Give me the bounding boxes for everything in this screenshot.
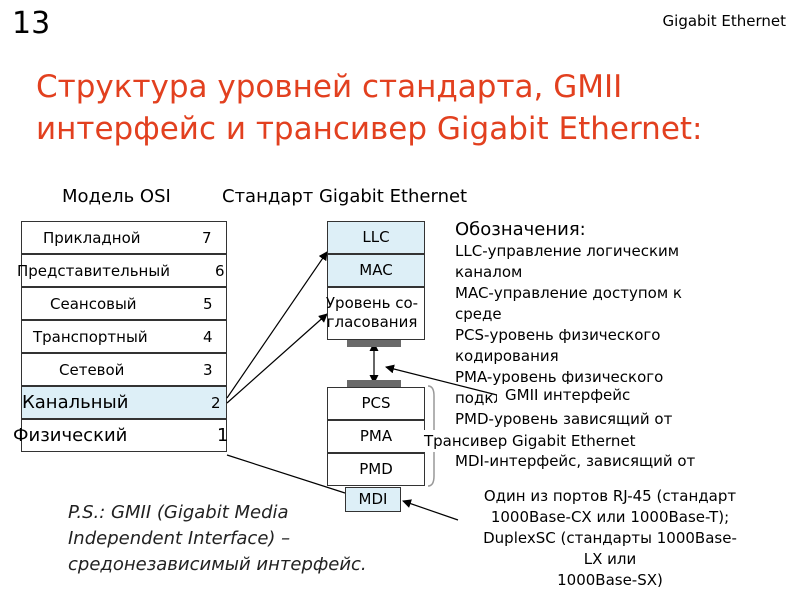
osi-layer-number: 1: [217, 425, 229, 446]
osi-layer-session: Сеансовый 5: [21, 287, 227, 320]
legend-line: LLC-управление логическим: [455, 242, 680, 260]
osi-layer-transport: Транспортный 4: [21, 320, 227, 353]
osi-layer-presentation: Представительный 6: [17, 254, 227, 287]
gmii-connector-top: [347, 340, 401, 347]
mac-box: MAC: [327, 254, 425, 287]
mdi-ports-line-2: 1000Base-CX или 1000Base-T);: [490, 508, 730, 526]
mdi-ports-pointer-line: [402, 499, 459, 521]
reconciliation-box: Уровень со- гласования: [326, 287, 425, 340]
osi-layer-name: Транспортный: [33, 328, 148, 346]
legend-line: каналом: [455, 263, 523, 281]
legend-line: PCS-уровень физического: [455, 326, 661, 344]
slide-topic: Gigabit Ethernet: [662, 12, 786, 30]
pcs-box: PCS: [327, 387, 425, 420]
osi-layer-name: Прикладной: [43, 229, 141, 247]
transceiver-note: Трансивер Gigabit Ethernet: [420, 430, 640, 452]
ps-line-2: Independent Interface) –: [68, 528, 291, 549]
gmii-pointer-line: [385, 364, 498, 396]
osi-layer-application: Прикладной 7: [21, 221, 227, 254]
osi-layer-name: Канальный: [22, 392, 129, 413]
osi-layer-network: Сетевой 3: [21, 353, 227, 386]
physical-to-mdi-line: [226, 454, 346, 494]
standard-heading: Стандарт Gigabit Ethernet: [222, 186, 468, 207]
pmd-box: PMD: [327, 453, 425, 486]
datalink-to-llc-line: [226, 251, 328, 399]
gmii-connector-bottom: [347, 380, 401, 387]
osi-layer-number: 4: [203, 328, 213, 346]
osi-layer-name: Сеансовый: [50, 295, 137, 313]
ps-line-3: средонезависимый интерфейс.: [68, 554, 367, 575]
ps-note: P.S.: GMII (Gigabit Media Independent In…: [68, 500, 367, 578]
mdi-ports-line-4: LX или: [583, 550, 637, 568]
slide-number: 13: [12, 6, 51, 41]
mdi-box: MDI: [345, 487, 401, 512]
legend-line: MAC-управление доступом к: [455, 284, 682, 302]
slide-title: Структура уровней стандарта, GMII интерф…: [36, 66, 703, 150]
osi-layer-number: 2: [211, 394, 221, 412]
pma-box: PMA: [327, 420, 425, 453]
mdi-ports-line-3: DuplexSC (стандарты 1000Base-: [483, 529, 737, 547]
reconciliation-line-2: гласования: [326, 313, 418, 331]
legend-line: PMD-уровень зависящий от: [455, 410, 673, 428]
reconciliation-line-1: Уровень со-: [325, 294, 419, 312]
osi-layer-name: Сетевой: [59, 361, 125, 379]
osi-layer-datalink: Канальный 2: [21, 386, 227, 419]
osi-layer-number: 7: [202, 229, 212, 247]
osi-layer-name: Физический: [13, 425, 128, 446]
legend-line: кодирования: [455, 347, 559, 365]
datalink-to-reconciliation-line: [226, 313, 328, 404]
llc-box: LLC: [327, 221, 425, 254]
osi-layer-name: Представительный: [17, 262, 170, 280]
osi-layer-number: 3: [203, 361, 213, 379]
mdi-ports-description: Один из портов RJ-45 (стандарт 1000Base-…: [445, 486, 775, 591]
legend-line: MDI-интерфейс, зависящий от: [455, 452, 696, 470]
osi-layer-number: 5: [203, 295, 213, 313]
gmii-note: GMII интерфейс: [497, 384, 639, 406]
legend-line: среде: [455, 305, 502, 323]
ps-line-1: P.S.: GMII (Gigabit Media: [68, 502, 289, 523]
osi-layer-physical: Физический 1: [13, 419, 229, 452]
legend-line: PMA-уровень физического: [455, 368, 664, 386]
title-line-2: интерфейс и трансивер Gigabit Ethernet:: [36, 111, 703, 147]
osi-layer-number: 6: [215, 262, 225, 280]
title-line-1: Структура уровней стандарта, GMII: [36, 69, 623, 105]
legend: Обозначения: LLC-управление логическим к…: [455, 219, 695, 472]
mdi-ports-line-1: Один из портов RJ-45 (стандарт: [483, 487, 737, 505]
legend-heading: Обозначения:: [455, 219, 586, 240]
mdi-ports-line-5: 1000Base-SX): [557, 571, 663, 589]
osi-heading: Модель OSI: [62, 186, 171, 207]
